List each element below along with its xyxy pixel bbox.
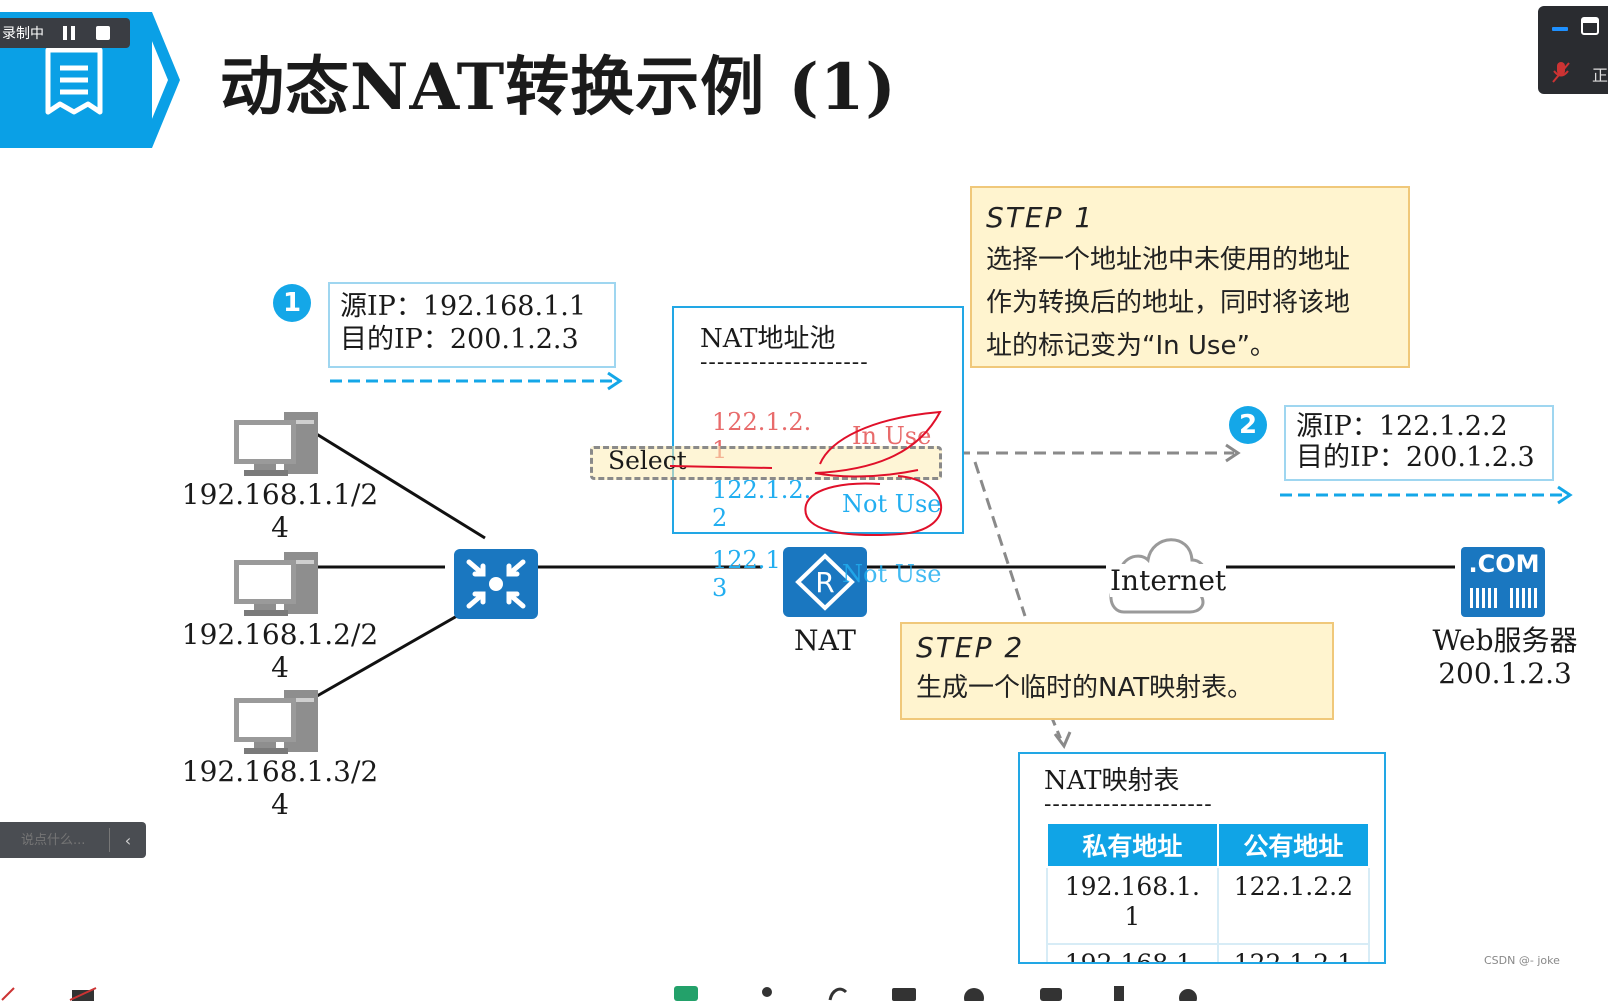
header-chevron: [140, 12, 180, 148]
host-2-ip-wrap: 4: [271, 651, 289, 684]
bottom-toolbar-icons: [1, 986, 1197, 1001]
nat-map-divider: --------------------: [1044, 792, 1213, 817]
switch-icon: [454, 549, 538, 619]
packet1-src: 源IP：192.168.1.1: [340, 291, 587, 322]
slide-title: 动态NAT转换示例 (1): [220, 50, 897, 125]
recording-label: 录制中: [2, 26, 44, 42]
packet2-src: 源IP：122.1.2.2: [1296, 411, 1508, 442]
minimize-icon[interactable]: [1550, 18, 1570, 38]
window-icon[interactable]: [1580, 16, 1600, 36]
step1-line-3: 址的标记变为“In Use”。: [986, 331, 1276, 361]
web-server-ip: 200.1.2.3: [1438, 657, 1572, 690]
nat-map-table: 私有地址 公有地址 192.168.1.1 122.1.2.2 192.168.…: [1046, 822, 1371, 964]
nat-map-box: NAT映射表 -------------------- 私有地址 公有地址 19…: [1018, 752, 1386, 964]
step1-title: STEP 1: [986, 201, 1095, 234]
pc-icon-2: [234, 552, 318, 616]
router-glyph: R: [815, 566, 834, 599]
map-row-1-private: 192.168.1.1: [1046, 866, 1219, 945]
table-row: 192.168.1.2 122.1.2.1: [1046, 943, 1371, 964]
map-header-public: 公有地址: [1216, 822, 1371, 868]
packet2-dst: 目的IP：200.1.2.3: [1296, 442, 1535, 473]
pool-entry-3-status: Not Use: [842, 560, 942, 588]
map-row-2-private: 192.168.1.2: [1046, 943, 1219, 964]
pause-button[interactable]: [52, 18, 86, 48]
step-badge-2: 2: [1229, 406, 1267, 444]
step1-box: STEP 1 选择一个地址池中未使用的地址 作为转换后的地址，同时将该地 址的标…: [970, 186, 1410, 368]
pool-entry-2-addr: 122.1.2. 2: [712, 476, 811, 532]
nat-map-title: NAT映射表: [1044, 766, 1180, 796]
host-2-ip: 192.168.1.2/2: [181, 618, 379, 651]
map-row-1-private-a: 192.168.1.: [1064, 872, 1200, 901]
step1-line-1: 选择一个地址池中未使用的地址: [986, 245, 1351, 275]
table-row: 192.168.1.1 122.1.2.2: [1046, 866, 1371, 945]
collapse-chevron-icon[interactable]: ‹: [124, 830, 132, 850]
cloud-label: Internet: [1110, 564, 1227, 597]
step-badge-1: 1: [273, 284, 311, 322]
web-server-icon: [1461, 547, 1545, 617]
nat-pool-divider: --------------------: [700, 350, 869, 375]
nat-pool-box: NAT地址池 --------------------: [672, 306, 964, 534]
map-header-private: 私有地址: [1046, 822, 1219, 868]
host-1-ip: 192.168.1.1/2: [181, 478, 379, 511]
mic-muted-icon[interactable]: [1550, 60, 1572, 84]
web-server-label: Web服务器 200.1.2.3: [1420, 624, 1590, 690]
map-row-1-private-b: 1: [1124, 902, 1141, 931]
pool-entry-2-status: Not Use: [842, 490, 942, 518]
step2-box: STEP 2 生成一个临时的NAT映射表。: [900, 622, 1334, 720]
meeting-panel: 正: [1538, 6, 1608, 94]
select-label: Select: [608, 446, 687, 475]
step2-text: 生成一个临时的NAT映射表。: [916, 673, 1254, 703]
web-server-badge: .COM: [1468, 550, 1540, 578]
chat-bar: ‹: [0, 822, 146, 858]
meeting-side-text: 正: [1592, 66, 1608, 85]
stop-icon: [96, 26, 110, 40]
host-3-ip-wrap: 4: [271, 788, 289, 821]
pool-entry-1-status: In Use: [852, 422, 932, 450]
recording-bar: 录制中: [0, 18, 130, 48]
chat-input[interactable]: [18, 828, 110, 852]
packet1-box: 源IP：192.168.1.1 目的IP：200.1.2.3: [328, 282, 616, 368]
pause-icon: [63, 26, 75, 40]
pool-entry-3-addr-b: 3: [712, 574, 728, 602]
pool-entry-1-addr-a: 122.1.2.: [712, 408, 812, 436]
watermark: CSDN @- joke: [1484, 954, 1560, 967]
step2-title: STEP 2: [916, 631, 1025, 664]
stop-button[interactable]: [86, 18, 120, 48]
router-icon: R: [783, 547, 867, 617]
nat-pool-title: NAT地址池: [700, 324, 836, 354]
map-row-2-private-a: 192.168.1.: [1064, 949, 1200, 964]
host-1-ip-wrap: 4: [271, 511, 289, 544]
pool-entry-2-addr-b: 2: [712, 504, 728, 532]
pc-icon-1: [234, 412, 318, 476]
map-row-1-public: 122.1.2.2: [1216, 866, 1371, 945]
pc-icon-3: [234, 690, 318, 754]
pool-entry-2-addr-a: 122.1.2.: [712, 476, 812, 504]
router-label: NAT: [794, 624, 856, 657]
document-icon: [45, 47, 103, 115]
packet1-dst: 目的IP：200.1.2.3: [340, 324, 579, 355]
packet2-box: 源IP：122.1.2.2 目的IP：200.1.2.3: [1284, 405, 1554, 481]
web-server-name: Web服务器: [1432, 624, 1578, 657]
map-row-2-public: 122.1.2.1: [1216, 943, 1371, 962]
host-3-ip: 192.168.1.3/2: [181, 755, 379, 788]
step1-line-2: 作为转换后的地址，同时将该地: [986, 288, 1351, 318]
